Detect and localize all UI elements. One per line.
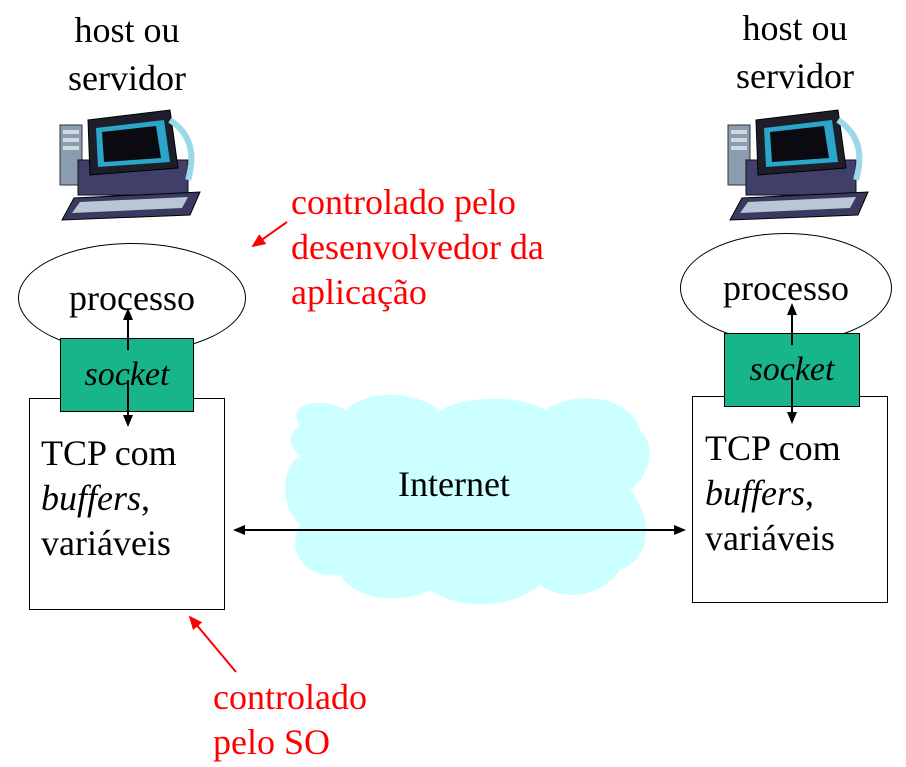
internet-label: Internet [398, 464, 510, 504]
left-host-title-line1: host ou [74, 10, 180, 50]
left-tcp-line3: variáveis [41, 523, 171, 563]
right-host-title-line1: host ou [742, 8, 848, 48]
right-host-title: host ou servidor [736, 4, 854, 100]
annotation-os: controlado pelo SO [213, 675, 367, 765]
annotation-os-arrow [188, 615, 237, 673]
left-host-title-line2: servidor [68, 58, 186, 98]
annotation-os-line2: pelo SO [213, 722, 330, 762]
annotation-app-arrow [251, 221, 288, 248]
right-tcp-line1: TCP com [705, 428, 841, 468]
annotation-app-line2: desenvolvedor da [291, 227, 544, 267]
left-host-title: host ou servidor [68, 6, 186, 102]
right-tcp-buffers: buffers [705, 473, 806, 513]
annotation-os-line1: controlado [213, 677, 367, 717]
annotation-app-line1: controlado pelo [291, 182, 516, 222]
internet-cloud [285, 394, 650, 605]
left-tcp-comma: , [141, 478, 151, 518]
right-tcp-line3: variáveis [705, 518, 835, 558]
right-process-ellipse: processo [680, 233, 892, 343]
left-tcp-line1: TCP com [41, 433, 177, 473]
left-process-ellipse: processo [18, 243, 246, 353]
annotation-app-line3: aplicação [291, 272, 427, 312]
right-tcp-box [692, 396, 888, 603]
right-host-title-line2: servidor [736, 56, 854, 96]
left-tcp-text: TCP com buffers, variáveis [41, 431, 177, 566]
computer-icon [727, 109, 869, 221]
computer-icon [59, 109, 201, 221]
right-process-label: processo [723, 268, 849, 308]
left-socket-label: socket [84, 356, 170, 393]
left-tcp-buffers: buffers [41, 478, 142, 518]
right-tcp-comma: , [805, 473, 815, 513]
annotation-app-developer: controlado pelo desenvolvedor da aplicaç… [291, 180, 544, 315]
right-tcp-text: TCP com buffers, variáveis [705, 426, 841, 561]
